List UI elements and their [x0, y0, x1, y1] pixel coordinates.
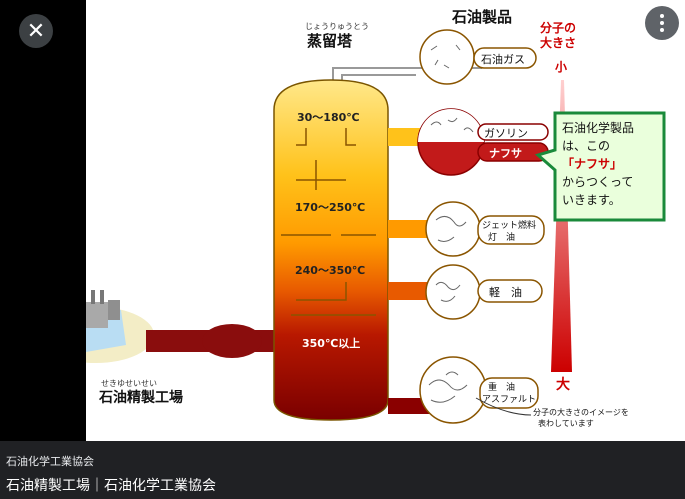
size-label-line1: 分子の	[540, 20, 576, 35]
more-vert-icon	[660, 14, 664, 18]
product-gasoline: ガソリン	[484, 127, 528, 140]
molecule-note-line2: 表わしています	[538, 418, 594, 428]
refinery-label: 石油精製工場	[98, 389, 183, 406]
title-ruby: じょうりゅうとう	[305, 22, 369, 31]
product-heavy-oil: 重 油	[488, 381, 515, 393]
product-naphtha: ナフサ	[489, 147, 522, 160]
distillation-tower	[273, 79, 389, 421]
product-jet-fuel: ジェット燃料	[482, 219, 536, 231]
jet-fuel-circle	[425, 201, 481, 257]
callout-line3: 「ナフサ」	[562, 156, 622, 171]
callout-line2: は、この	[562, 139, 610, 153]
more-options-button[interactable]	[645, 6, 679, 40]
gas-molecule-circle	[419, 29, 475, 85]
close-button[interactable]: ✕	[19, 14, 53, 48]
temp-range-4: 350℃以上	[302, 336, 360, 350]
image-viewer: じょうりゅうとう 蒸留塔 石油製品 分子の 大きさ 小 大 30～180℃ 17…	[0, 0, 685, 441]
size-small-label: 小	[555, 59, 567, 74]
size-large-label: 大	[556, 376, 570, 393]
product-asphalt: アスファルト	[482, 395, 536, 405]
image-title-link[interactable]: 石油精製工場｜石油化学工業協会	[6, 478, 216, 494]
temp-range-2: 170～250℃	[295, 201, 365, 214]
light-oil-circle	[425, 264, 481, 320]
image-info-footer: 石油化学工業協会 石油精製工場｜石油化学工業協会	[0, 441, 685, 499]
feed-heater	[202, 324, 262, 358]
product-gas: 石油ガス	[481, 52, 525, 66]
molecule-note-line1: 分子の大きさのイメージを	[533, 407, 629, 417]
refinery-diagram-image: じょうりゅうとう 蒸留塔 石油製品 分子の 大きさ 小 大 30～180℃ 17…	[86, 0, 685, 441]
diagram-title: 蒸留塔	[307, 32, 353, 50]
callout-line4: からつくって	[562, 175, 633, 189]
products-header: 石油製品	[451, 8, 512, 26]
temp-range-1: 30～180℃	[297, 111, 360, 124]
close-icon: ✕	[26, 18, 46, 44]
factory-icon	[86, 290, 126, 352]
heavy-oil-circle	[419, 356, 487, 424]
callout-line5: いきます。	[562, 193, 621, 207]
callout-line1: 石油化学製品	[562, 120, 634, 135]
refinery-ruby: せきゆせいせい	[101, 379, 157, 388]
naphtha-callout	[534, 111, 666, 222]
source-site-label[interactable]: 石油化学工業協会	[6, 455, 94, 468]
product-light-oil: 軽 油	[489, 285, 522, 299]
size-label-line2: 大きさ	[540, 35, 576, 50]
temp-range-3: 240～350℃	[295, 264, 365, 277]
size-arrow	[551, 80, 572, 372]
distillation-diagram: じょうりゅうとう 蒸留塔 石油製品 分子の 大きさ 小 大 30～180℃ 17…	[86, 8, 666, 428]
viewer-left-panel	[0, 0, 86, 441]
product-kerosene: 灯 油	[488, 231, 515, 243]
